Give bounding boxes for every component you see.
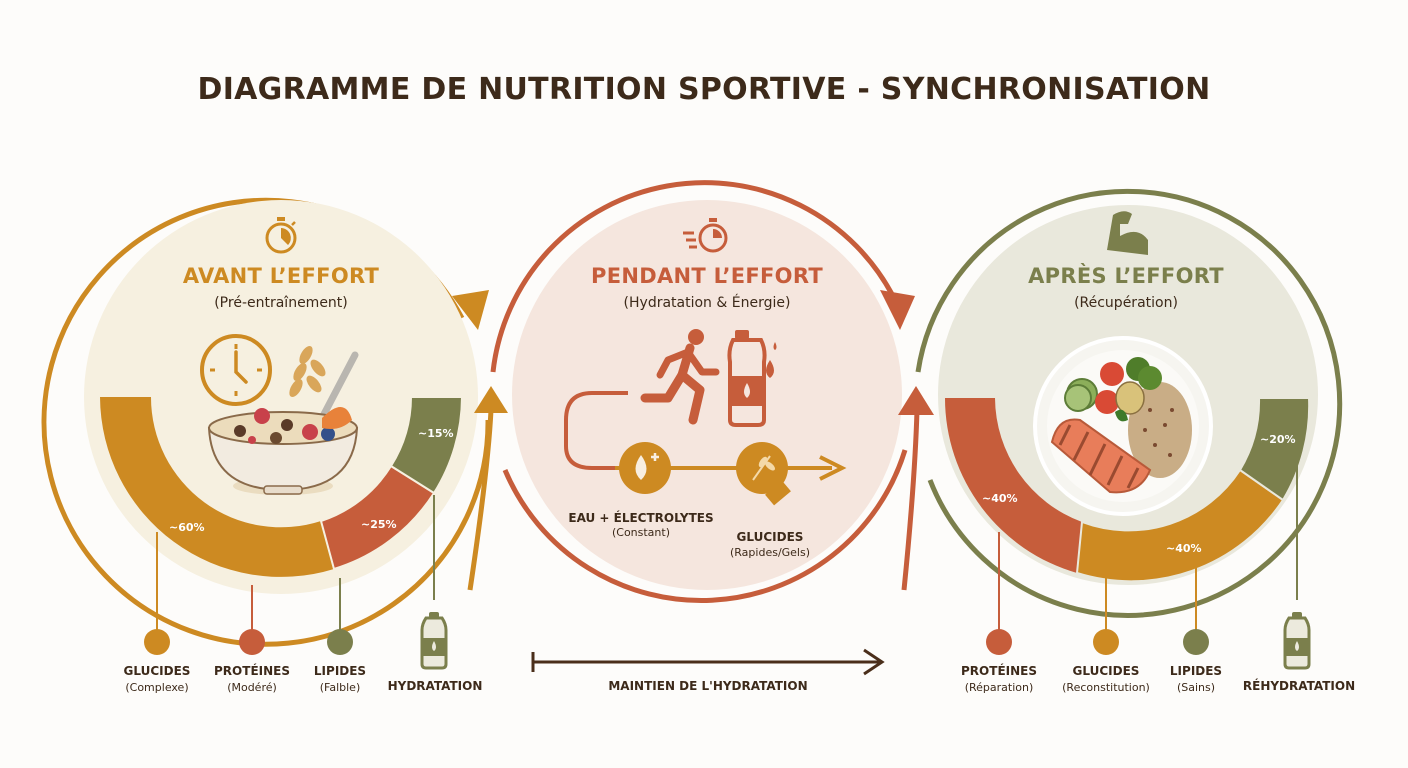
cycle-ring-during-bottom [502, 449, 908, 603]
flow-loop [564, 391, 628, 470]
arrow-head-during-in [898, 386, 934, 415]
spoon-icon [318, 351, 359, 422]
legend-lipides-before-desc: (Falble) [319, 681, 361, 694]
disc-during [512, 200, 902, 590]
phase-before [41, 197, 491, 647]
phase-during-title: PENDANT L’EFFORT [591, 264, 823, 288]
legend-glucides-before: GLUCIDES [123, 664, 191, 678]
wheat-gel-icon [736, 442, 791, 506]
timeline-label: MAINTIEN DE L'HYDRATATION [608, 679, 808, 693]
legend-proteines-after-desc: (Réparation) [964, 681, 1034, 694]
segment-lipides-after [1238, 397, 1311, 502]
flow-water-label: EAU + ÉLECTROLYTES [568, 511, 714, 525]
salmon-quinoa-plate-icon [1033, 336, 1213, 516]
runner-icon [640, 329, 720, 425]
legend-lipides-after: LIPIDES [1169, 664, 1223, 678]
pct-glucides-before: ~60% [169, 521, 205, 534]
water-drop-plus-icon [619, 442, 671, 494]
legend-dot-lipides-before [327, 629, 353, 655]
legend-dot-lipides-after [1183, 629, 1209, 655]
phase-after-title: APRÈS L’EFFORT [1028, 264, 1224, 288]
water-bottle-icon [727, 330, 777, 427]
phase-after-subtitle: (Récupération) [1074, 295, 1178, 311]
arrow-head-before-in [474, 386, 508, 413]
flexed-bicep-icon [1107, 211, 1148, 255]
legend-lipides-after-desc: (Sains) [1176, 681, 1216, 694]
arrow-head-during-out [880, 290, 915, 330]
legend-glucides-after-desc: (Reconstitution) [1062, 681, 1150, 694]
pct-glucides-after: ~40% [1166, 542, 1202, 555]
legend-rehydration-after: RÉHYDRATATION [1242, 679, 1356, 693]
pct-lipides-after: ~20% [1260, 433, 1296, 446]
legend-connectors-before [144, 495, 448, 670]
phase-before-subtitle: (Pré-entraînement) [214, 295, 348, 311]
clock-icon [200, 334, 272, 406]
legend-proteines-after: PROTÉINES [961, 664, 1037, 678]
phase-during-subtitle: (Hydratation & Énergie) [623, 295, 791, 311]
phase-after [898, 188, 1343, 618]
legend-dot-glucides-after [1093, 629, 1119, 655]
fast-stopwatch-icon [683, 218, 728, 253]
legend-proteines-before-desc: (Modéré) [227, 681, 277, 694]
oatmeal-bowl-icon [207, 406, 359, 495]
legend-dot-proteines-after [986, 629, 1012, 655]
pct-proteines-before: ~25% [361, 518, 397, 531]
legend-dot-glucides-before [144, 629, 170, 655]
stopwatch-icon [265, 217, 297, 254]
segment-proteines-after [945, 398, 1082, 573]
legend-proteines-before: PROTÉINES [214, 664, 290, 678]
wheat-icon [289, 345, 326, 398]
flow-carbs-desc: (Rapides/Gels) [729, 546, 811, 559]
legend-glucides-before-desc: (Complexe) [125, 681, 189, 694]
flow-water-desc: (Constant) [611, 526, 671, 539]
pct-proteines-after: ~40% [982, 492, 1018, 505]
legend-lipides-before: LIPIDES [313, 664, 367, 678]
rehydration-bottle-icon [1283, 612, 1311, 670]
segment-glucides-before [100, 397, 334, 577]
hydration-bottle-icon [420, 612, 448, 670]
hydration-timeline-arrow [531, 648, 885, 676]
segment-lipides-before [389, 396, 464, 495]
legend-dot-proteines-before [239, 629, 265, 655]
cycle-ring-after [915, 188, 1343, 618]
cycle-ring-during-top [490, 180, 898, 373]
legend-hydration-before: HYDRATATION [387, 679, 483, 693]
arrow-head-before-out [452, 290, 489, 330]
flow-carbs-label: GLUCIDES [736, 530, 804, 544]
phase-before-title: AVANT L’EFFORT [182, 264, 380, 288]
legend-glucides-after: GLUCIDES [1072, 664, 1140, 678]
phase-during [467, 180, 915, 603]
page-title: DIAGRAMME DE NUTRITION SPORTIVE - SYNCHR… [197, 72, 1211, 107]
flow-arrow-head [819, 455, 847, 481]
pct-lipides-before: ~15% [418, 427, 454, 440]
legend-connectors-after [986, 455, 1311, 670]
